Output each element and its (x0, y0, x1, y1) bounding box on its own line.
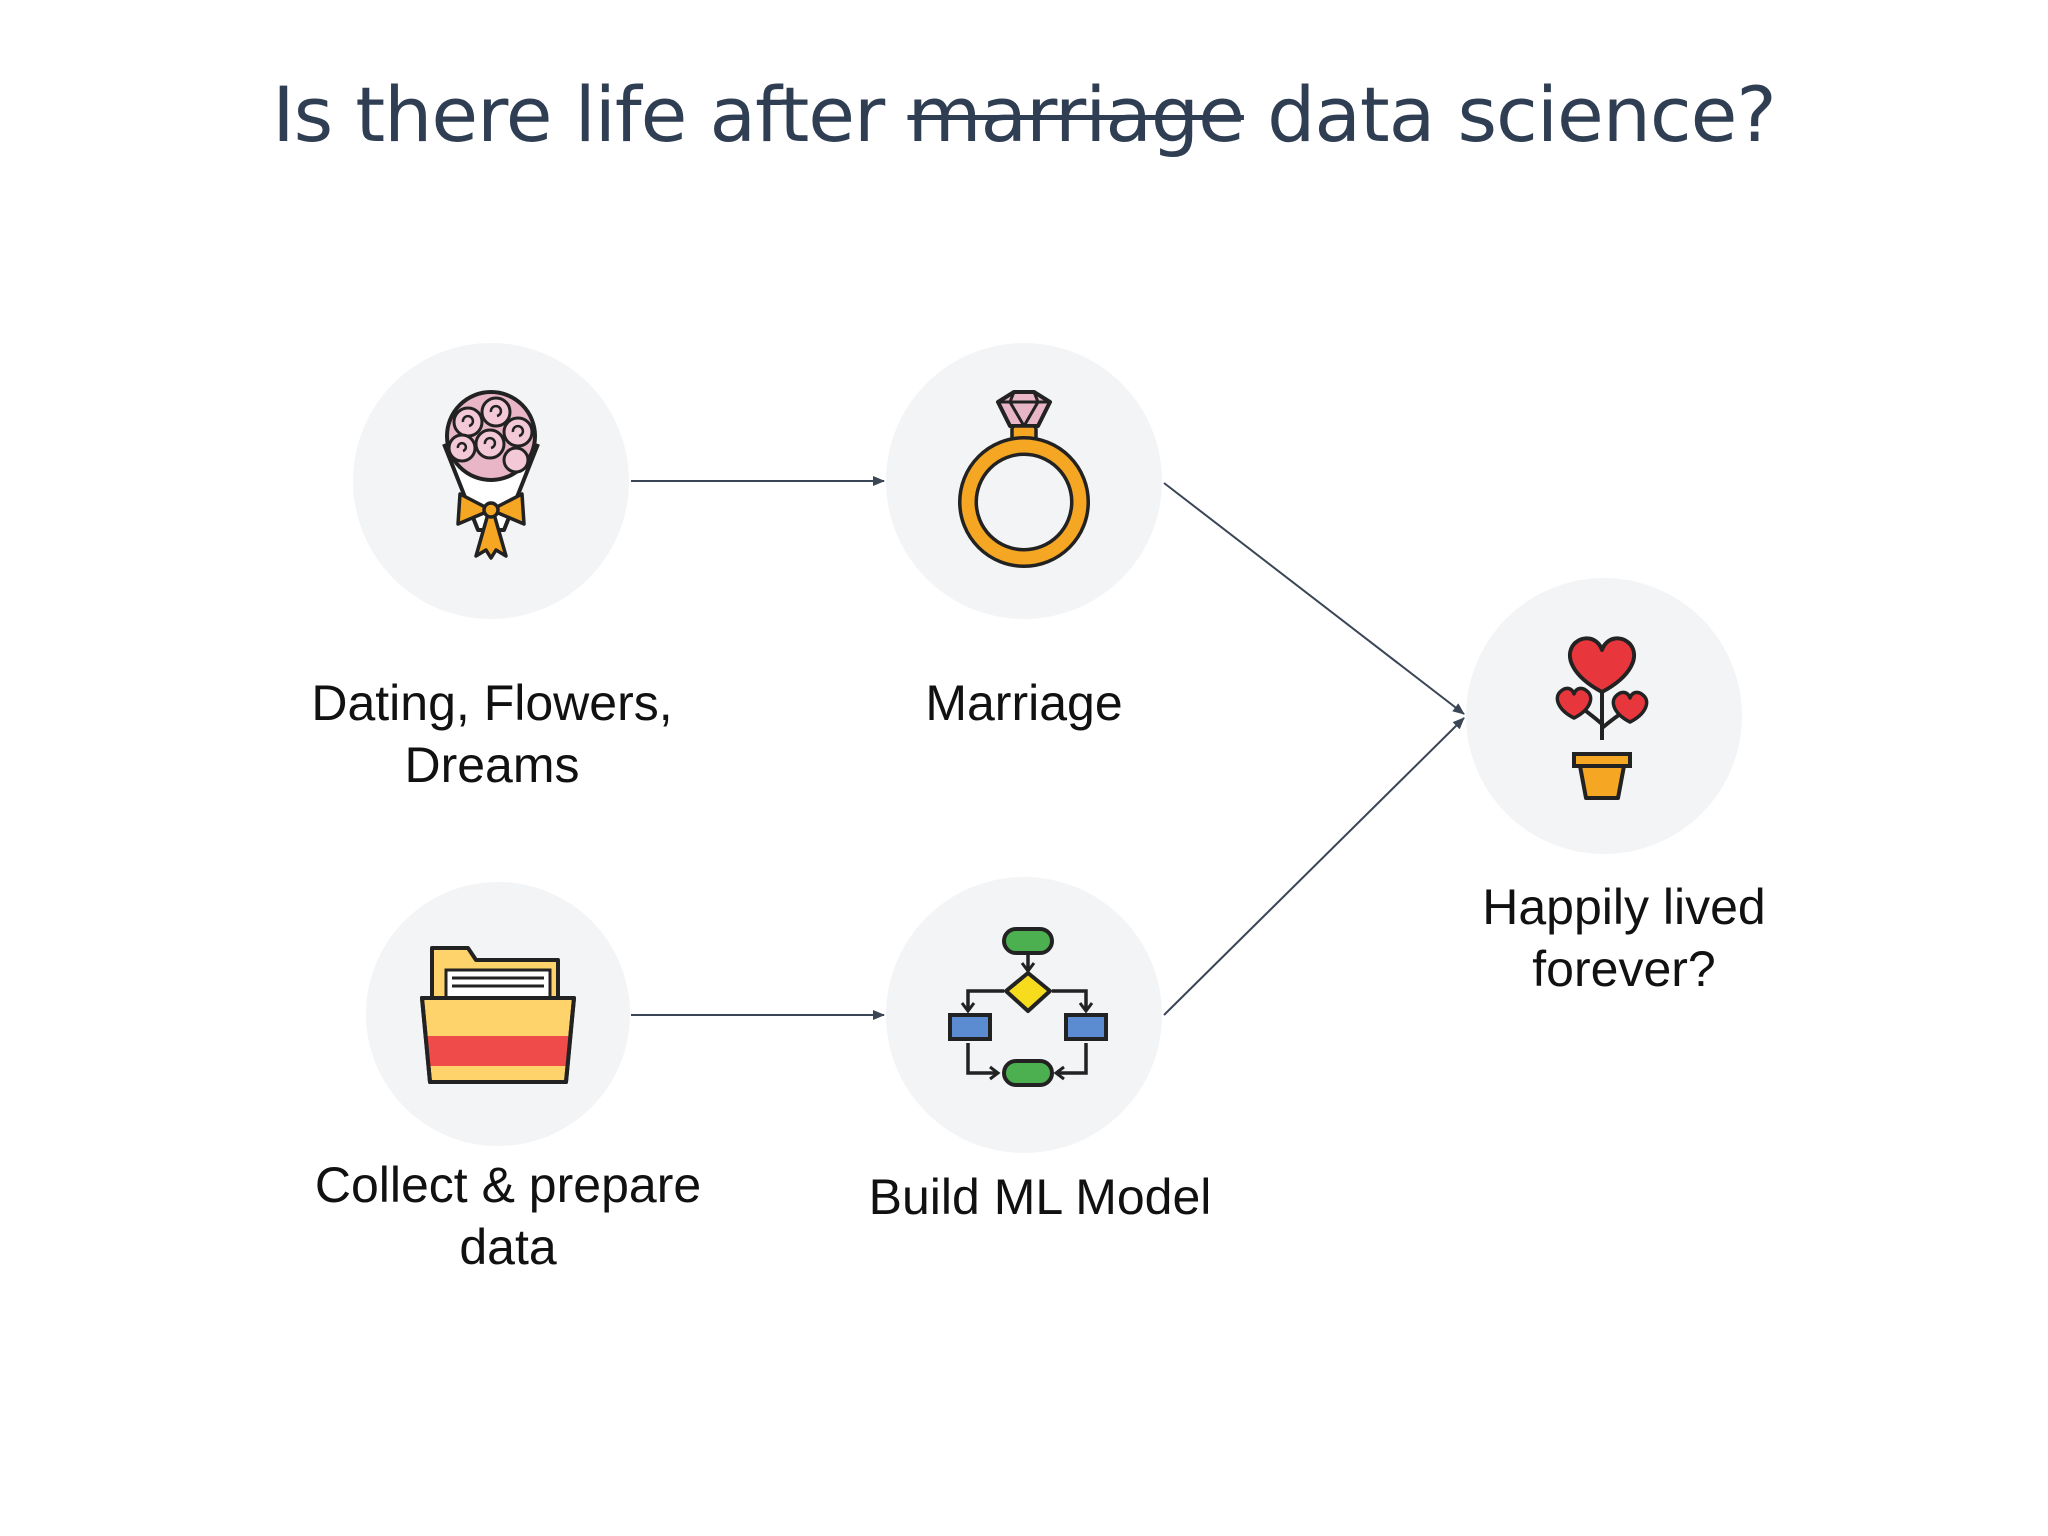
dating-node-label: Dating, Flowers, Dreams (262, 672, 722, 796)
heart-plant-icon (1555, 636, 1649, 800)
title-before: Is there life after (272, 70, 885, 159)
title-after: data science? (1267, 70, 1777, 159)
marriage-label: Marriage (925, 675, 1123, 731)
marriage-node-circle (886, 343, 1162, 619)
happily-node-label: Happily lived forever? (1394, 876, 1854, 1000)
happily-label-line1: Happily lived (1482, 879, 1766, 935)
marriage-node-label: Marriage (794, 672, 1254, 734)
bouquet-icon (442, 390, 540, 560)
build-node-circle (886, 877, 1162, 1153)
page-title: Is there life after marriage data scienc… (0, 70, 2048, 159)
collect-label-line1: Collect & prepare (314, 1157, 702, 1213)
flowchart-icon (948, 927, 1108, 1087)
dating-label-line2: Dreams (404, 737, 580, 793)
build-label: Build ML Model (868, 1169, 1212, 1225)
happily-label-line2: forever? (1532, 941, 1716, 997)
build-node-label: Build ML Model (810, 1166, 1270, 1228)
folder-icon (420, 946, 576, 1084)
collect-label-line2: data (459, 1219, 557, 1275)
ring-icon (958, 390, 1090, 568)
title-struck-word: marriage (907, 70, 1244, 159)
arrow-marriage-to-happily (1163, 482, 1465, 715)
collect-node-label: Collect & prepare data (278, 1154, 738, 1278)
dating-label-line1: Dating, Flowers, (311, 675, 673, 731)
arrow-build-to-happily (1163, 717, 1465, 1016)
